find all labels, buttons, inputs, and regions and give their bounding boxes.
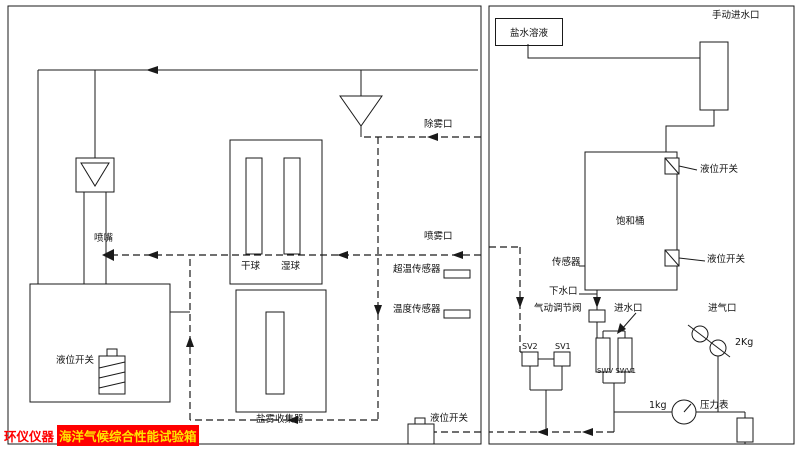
right-panel-solid-piping bbox=[521, 41, 754, 444]
sv1-valve-icon bbox=[553, 351, 571, 367]
label-2kg: 2Kg bbox=[735, 337, 754, 348]
regulator-icon bbox=[691, 325, 709, 343]
sv2-valve-icon bbox=[521, 351, 539, 367]
label-salt-collector: 盐雾收集器 bbox=[256, 414, 304, 425]
label-air-inlet: 进气口 bbox=[708, 303, 737, 314]
saturation-barrel-box bbox=[584, 151, 678, 291]
label-manual-water-inlet: 手动进水口 bbox=[712, 10, 760, 21]
arrow-left-icon bbox=[452, 251, 463, 259]
water-inlet-tank bbox=[699, 41, 729, 111]
arrow-left-icon bbox=[147, 251, 158, 259]
spray-tower-head bbox=[75, 157, 115, 193]
label-pneumatic-valve: 气动调节阀 bbox=[534, 303, 582, 314]
arrow-down-icon bbox=[593, 297, 601, 308]
left-chamber-solid-piping bbox=[29, 69, 478, 445]
chamber-wall bbox=[7, 5, 482, 445]
arrow-left-icon bbox=[537, 428, 548, 436]
float-switch-icon bbox=[98, 355, 126, 395]
left-chamber-flow-arrows bbox=[102, 66, 463, 424]
arrow-left-icon bbox=[582, 428, 593, 436]
temp-sensor-icon bbox=[443, 309, 471, 319]
label-overtemp-sensor: 超温传感器 bbox=[393, 264, 441, 275]
left-chamber-outline bbox=[7, 5, 482, 445]
collector-housing bbox=[235, 289, 327, 413]
footer-watermark: 环仪仪器 海洋气候综合性能试验箱 bbox=[4, 425, 199, 446]
canister-cap-icon bbox=[414, 417, 426, 425]
arrow-left-icon bbox=[146, 66, 158, 74]
label-water-inlet: 进水口 bbox=[614, 303, 643, 314]
salt-solution-box: 盐水溶液 bbox=[495, 18, 563, 46]
product-title: 海洋气候综合性能试验箱 bbox=[57, 425, 199, 446]
drain-trap-icon bbox=[736, 417, 754, 443]
nozzle-icon bbox=[102, 249, 114, 261]
label-wet-bulb: 湿球 bbox=[281, 261, 301, 272]
label-level-switch-left: 液位开关 bbox=[56, 355, 95, 366]
brand-name: 环仪仪器 bbox=[4, 429, 55, 444]
level-canister-icon bbox=[407, 423, 435, 445]
label-demist-port: 除雾口 bbox=[424, 119, 453, 130]
water-tank-box bbox=[29, 283, 171, 403]
label-sv1: SV1 bbox=[555, 342, 571, 351]
label-saturation-barrel: 饱和桶 bbox=[616, 216, 645, 227]
overtemp-sensor-icon bbox=[443, 269, 471, 279]
tower-cone-icon bbox=[80, 162, 110, 187]
right-panel-outline bbox=[488, 5, 795, 445]
arrow-left-icon bbox=[337, 251, 348, 259]
arrow-down-icon bbox=[374, 305, 382, 316]
label-level-switch-upper: 液位开关 bbox=[700, 164, 739, 175]
label-dry-bulb: 干球 bbox=[241, 261, 261, 272]
label-drain-port: 下水口 bbox=[549, 286, 578, 297]
label-level-switch-divider: 液位开关 bbox=[430, 413, 469, 424]
funnel-icon bbox=[339, 95, 383, 127]
label-pressure-gauge: 压力表 bbox=[700, 400, 729, 411]
bulb-housing bbox=[229, 139, 323, 285]
label-1kg: 1kg bbox=[649, 400, 667, 411]
arrow-down-left-icon bbox=[617, 323, 626, 334]
float-cap-icon bbox=[106, 348, 118, 357]
label-salt-solution: 盐水溶液 bbox=[509, 28, 548, 39]
arrow-up-icon bbox=[186, 336, 194, 347]
label-spray-port: 喷雾口 bbox=[424, 231, 453, 242]
label-swv: SWV SWV1 bbox=[597, 367, 636, 375]
wet-bulb-tube bbox=[283, 157, 301, 255]
dry-bulb-tube bbox=[245, 157, 263, 255]
panel-wall bbox=[488, 5, 795, 445]
label-nozzle: 喷嘴 bbox=[94, 233, 114, 244]
right-panel-dashed-piping bbox=[489, 246, 614, 433]
right-panel-flow-arrows bbox=[516, 297, 626, 436]
label-level-switch-lower: 液位开关 bbox=[707, 254, 746, 265]
collector-tube bbox=[265, 311, 285, 395]
label-sv2: SV2 bbox=[522, 342, 538, 351]
pneumatic-valve-icon bbox=[588, 309, 606, 323]
arrow-left-icon bbox=[427, 133, 438, 141]
arrow-left-icon bbox=[287, 416, 298, 424]
label-temp-sensor: 温度传感器 bbox=[393, 304, 441, 315]
arrow-down-icon bbox=[516, 297, 524, 308]
label-sensor: 传感器 bbox=[552, 257, 581, 268]
